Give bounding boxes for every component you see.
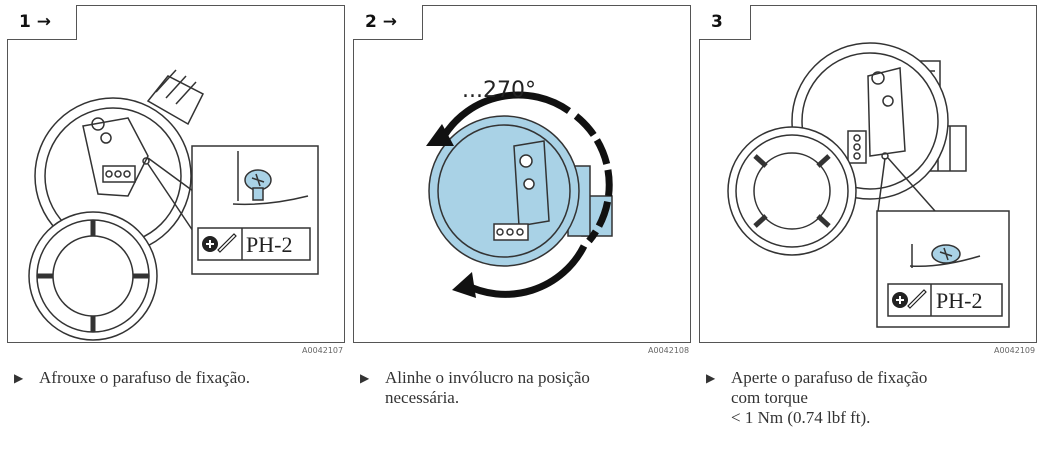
housing-loosen-illustration: PH-2 [28,69,319,341]
triangle-bullet-icon: ▶ [360,371,370,385]
tool-size-label: PH-2 [936,288,982,313]
rotation-angle-label: ...270° [462,78,536,103]
step-2-text: Alinhe o invólucro na posição necessária… [385,368,590,407]
triangle-bullet-icon: ▶ [706,371,716,385]
step-3-tab: 3 [699,5,751,40]
step-1-text: Afrouxe o parafuso de fixação. [39,368,250,387]
tool-size-label: PH-2 [246,232,292,257]
step-2-panel: ...270° 2 → [353,5,691,343]
step-1-figure-code: A0042107 [302,346,344,355]
step-2-instruction: ▶ Alinhe o invólucro na posição necessár… [360,368,660,408]
step-3-instruction: ▶ Aperte o parafuso de fixação com torqu… [706,368,1006,428]
step-2-tab: 2 → [353,5,423,40]
step-1-tab: 1 → [7,5,77,40]
triangle-bullet-icon: ▶ [14,371,24,385]
housing-rotate-illustration [426,91,613,298]
step-1-instruction: ▶ Afrouxe o parafuso de fixação. [14,368,314,388]
step-3-panel: PH-2 3 [699,5,1037,343]
step-1-panel: PH-2 1 → [7,5,345,343]
step-3-text: Aperte o parafuso de fixação com torque … [731,368,928,427]
step-2-figure-code: A0042108 [648,346,690,355]
housing-tighten-illustration: PH-2 [727,42,1010,328]
step-3-figure-code: A0042109 [994,346,1036,355]
